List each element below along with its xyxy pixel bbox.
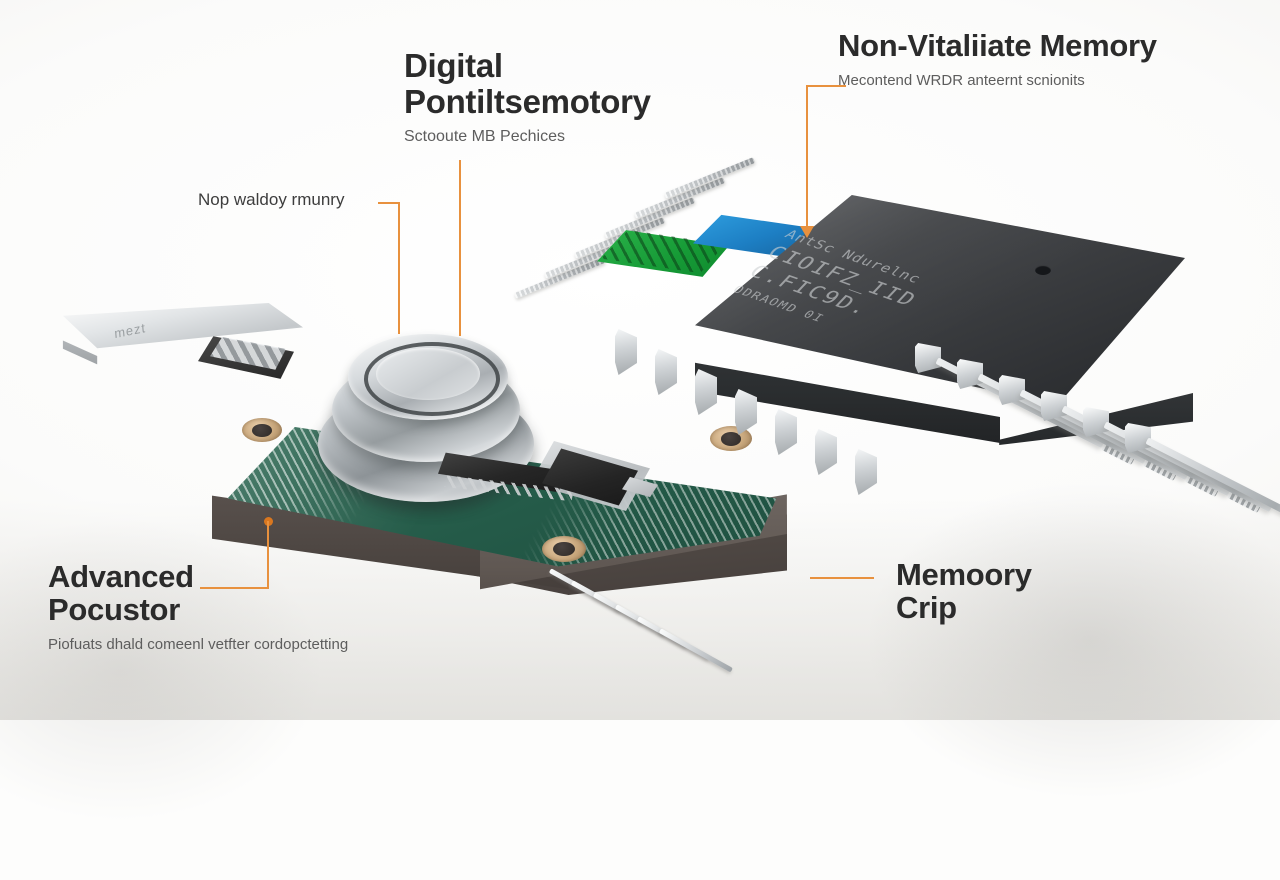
label-digital-pontiltsemotory: Digital Pontiltsemotory Sctooute MB Pech… <box>404 48 704 146</box>
chip-pin1-dimple <box>1035 265 1051 275</box>
leader-line-nop-h <box>378 202 400 204</box>
label-memoory-crip: Memoory Crip <box>896 558 1156 625</box>
label-title-line2: Pontiltsemotory <box>404 82 651 120</box>
chip-lead <box>775 409 797 455</box>
chip-lead <box>855 449 877 495</box>
label-title-line1: Non-Vitaliiate Memory <box>838 28 1157 63</box>
label-title-line1: Digital <box>404 47 503 84</box>
chip-lead <box>655 349 677 395</box>
label-subtitle: Mecontend WRDR anteernt scnionits <box>838 72 1085 90</box>
label-title-line2: Crip <box>896 590 957 626</box>
leader-line-nop-v <box>398 202 400 334</box>
leader-line-advanced-h <box>200 587 269 589</box>
chip-lead-knee <box>1125 423 1151 453</box>
mounting-pad <box>242 418 282 442</box>
leader-line-memoory <box>810 577 874 579</box>
chip-lead-knee <box>957 359 983 389</box>
label-subtitle: Sctooute MB Pechices <box>404 128 565 146</box>
chip-lead-knee <box>915 343 941 373</box>
label-title-line2: Pocustor <box>48 592 180 628</box>
leader-line-advanced-v <box>267 521 269 589</box>
dome-face <box>376 348 480 400</box>
leader-line-nonvital-h <box>806 85 846 87</box>
leader-arrowhead-nonvital <box>800 226 814 238</box>
label-title-line1: Memoory <box>896 557 1032 592</box>
chip-lead <box>615 329 637 375</box>
chip-lead-knee <box>1041 391 1067 421</box>
metal-tab: mezt <box>58 303 313 379</box>
mounting-pad <box>542 536 586 562</box>
label-subtitle: Piofuats dhald comeenl vetfter cordopcte… <box>48 635 349 653</box>
memory-chip: AntSc Ndurelnc CIOIFZ_IID C.FIC9D. ODRAO… <box>513 157 1280 565</box>
chip-lead <box>815 429 837 475</box>
label-nop-waldoy-rmunry: Nop waldoy rmunry <box>198 190 398 210</box>
chip-lead <box>735 389 757 435</box>
chip-lead-knee <box>999 375 1025 405</box>
label-non-vitaliiate-memory: Non-Vitaliiate Memory Mecontend WRDR ant… <box>838 28 1258 90</box>
sensor-module: mezt <box>62 300 830 673</box>
leader-line-digital <box>459 160 461 336</box>
dome-dark-ring <box>364 342 500 416</box>
chip-lead <box>695 369 717 415</box>
chip-top-pin-texture <box>633 177 726 219</box>
leader-line-nonvital-v <box>806 85 808 228</box>
label-title-line1: Nop waldoy rmunry <box>198 190 345 209</box>
module-pin <box>658 628 733 673</box>
chip-top-pin-texture <box>603 197 696 239</box>
label-advanced-pocustor: Advanced Pocustor Piofuats dhald comeenl… <box>48 560 478 653</box>
label-title-line1: Advanced <box>48 559 194 594</box>
chip-lead-knee <box>1083 407 1109 437</box>
